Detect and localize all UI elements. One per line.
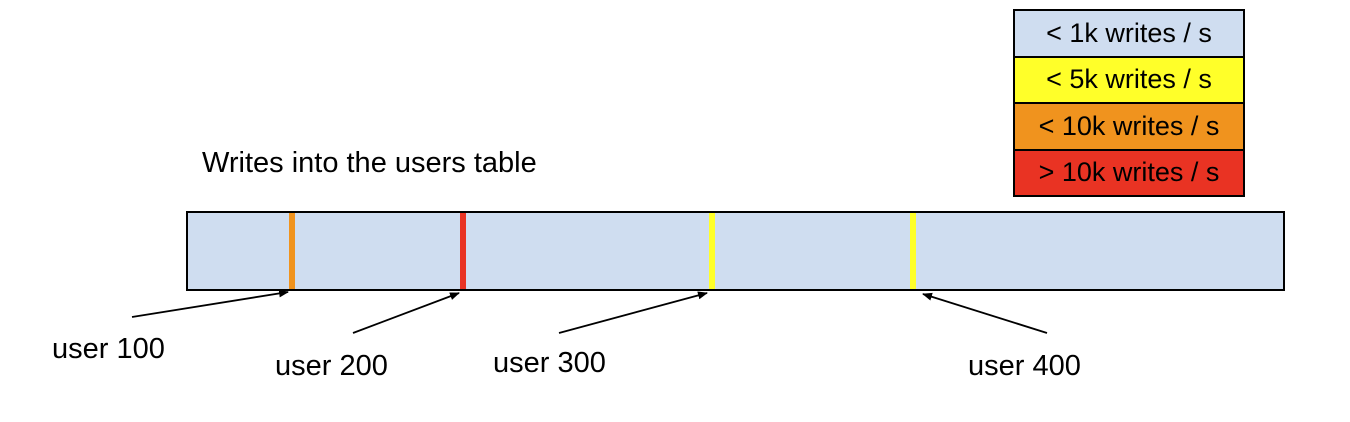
- legend: < 1k writes / s < 5k writes / s < 10k writ…: [1013, 9, 1245, 197]
- callout-arrow-user-300: [558, 291, 708, 334]
- legend-item-0: < 1k writes / s: [1015, 11, 1243, 56]
- user-label-user-300: user 300: [493, 347, 606, 379]
- legend-item-2: < 10k writes / s: [1015, 102, 1243, 149]
- user-label-user-400: user 400: [968, 350, 1081, 382]
- diagram-title: Writes into the users table: [202, 147, 537, 179]
- callout-arrow-user-100: [131, 289, 289, 318]
- write-rate-marker-user-100: [289, 213, 295, 289]
- write-rate-marker-user-300: [709, 213, 715, 289]
- user-label-user-200: user 200: [275, 350, 388, 382]
- legend-item-label: < 5k writes / s: [1046, 64, 1212, 95]
- legend-item-label: > 10k writes / s: [1038, 157, 1220, 188]
- users-table-bar: [186, 211, 1285, 291]
- write-rate-marker-user-400: [910, 213, 916, 289]
- legend-item-label: < 1k writes / s: [1046, 17, 1212, 48]
- user-label-user-100: user 100: [52, 333, 165, 365]
- legend-item-1: < 5k writes / s: [1015, 55, 1243, 102]
- legend-item-3: > 10k writes / s: [1015, 148, 1243, 195]
- callout-arrow-user-400: [922, 292, 1048, 334]
- callout-arrow-user-200: [352, 292, 460, 334]
- write-rate-marker-user-200: [460, 213, 466, 289]
- legend-item-label: < 10k writes / s: [1038, 110, 1220, 141]
